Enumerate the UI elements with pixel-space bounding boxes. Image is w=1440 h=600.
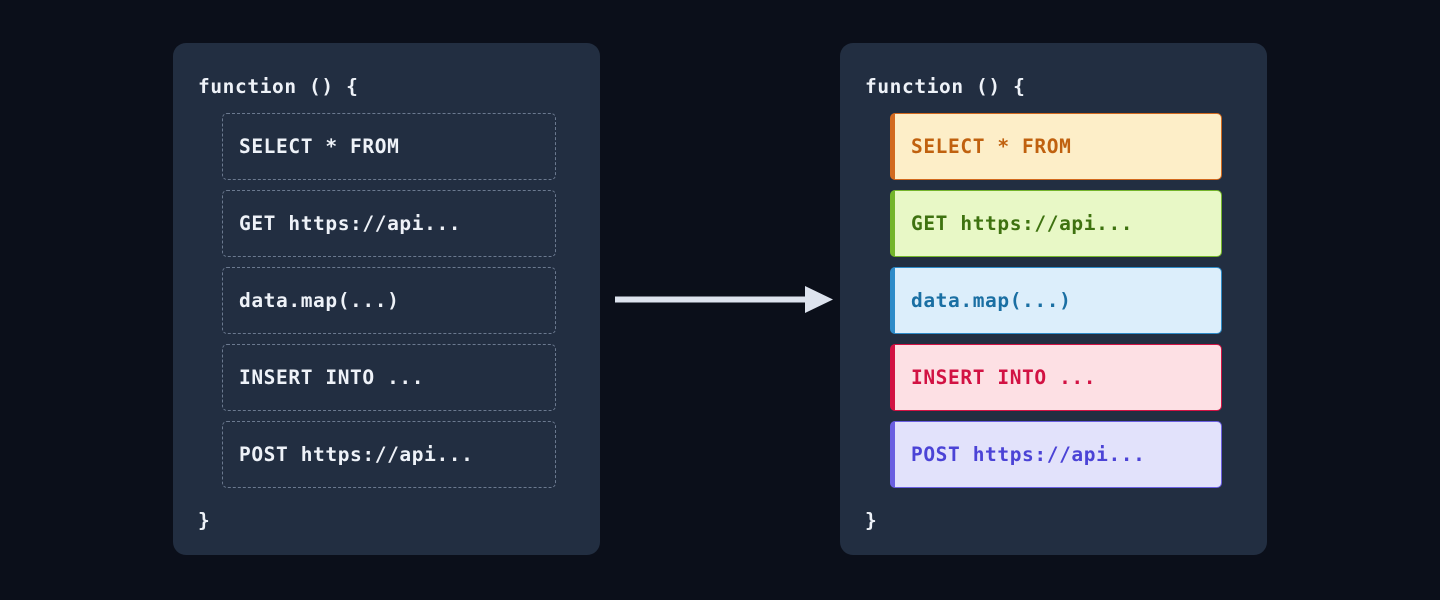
function-close-brace-right: }: [865, 509, 878, 532]
function-open-brace-left: function () {: [198, 75, 359, 98]
statement-text: GET https://api...: [911, 212, 1134, 235]
statement-text: INSERT INTO ...: [911, 366, 1097, 389]
statement-text: INSERT INTO ...: [239, 366, 425, 389]
arrow-shape: [615, 286, 833, 313]
statement-text: POST https://api...: [911, 443, 1146, 466]
statement-text: data.map(...): [239, 289, 400, 312]
unhighlighted-code-panel: function () { SELECT * FROM GET https://…: [173, 43, 600, 555]
statement-text: GET https://api...: [239, 212, 462, 235]
function-close-brace-left: }: [198, 509, 211, 532]
statement-row: GET https://api...: [222, 190, 556, 257]
highlighted-statement-row[interactable]: GET https://api...: [890, 190, 1222, 257]
statement-row: SELECT * FROM: [222, 113, 556, 180]
statement-text: POST https://api...: [239, 443, 474, 466]
statement-row: POST https://api...: [222, 421, 556, 488]
statement-row: data.map(...): [222, 267, 556, 334]
transform-arrow-icon: [615, 286, 833, 313]
highlighted-statement-row[interactable]: data.map(...): [890, 267, 1222, 334]
statement-text: SELECT * FROM: [911, 135, 1072, 158]
highlighted-code-panel: function () { SELECT * FROM GET https://…: [840, 43, 1267, 555]
highlighted-statement-row[interactable]: SELECT * FROM: [890, 113, 1222, 180]
highlighted-statement-row[interactable]: POST https://api...: [890, 421, 1222, 488]
statement-text: data.map(...): [911, 289, 1072, 312]
statement-row: INSERT INTO ...: [222, 344, 556, 411]
statement-text: SELECT * FROM: [239, 135, 400, 158]
highlighted-statement-row[interactable]: INSERT INTO ...: [890, 344, 1222, 411]
function-open-brace-right: function () {: [865, 75, 1026, 98]
